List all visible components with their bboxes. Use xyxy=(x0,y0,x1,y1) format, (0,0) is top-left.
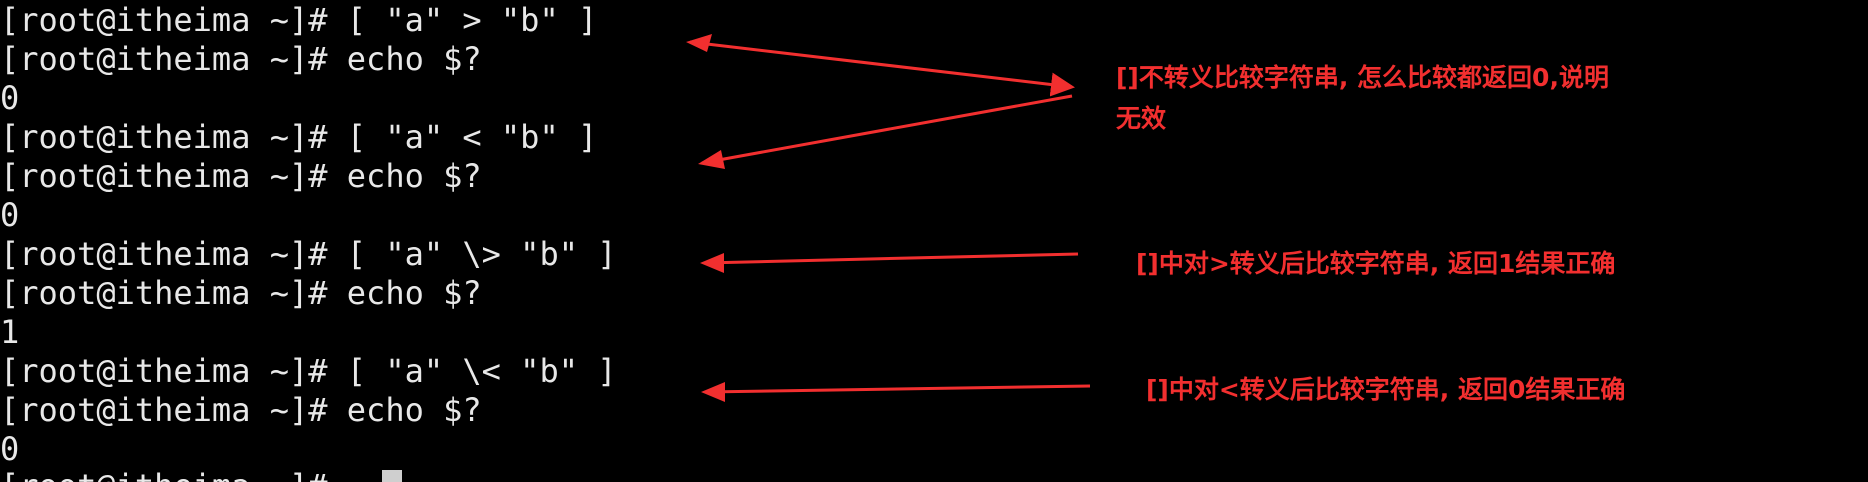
arrowhead xyxy=(701,382,725,402)
terminal-line: [root@itheima ~]# echo $? xyxy=(0,274,482,312)
terminal-line: 0 xyxy=(0,196,20,234)
terminal-line: [root@itheima ~]# echo $? xyxy=(0,157,482,195)
terminal-line: [root@itheima ~]# echo $? xyxy=(0,391,482,429)
arrow-to-line-10 xyxy=(704,384,1091,394)
terminal-line: 0 xyxy=(0,430,20,468)
terminal-prompt-partial: [root@itheima ~]# xyxy=(0,466,328,482)
arrow-to-line-1 xyxy=(689,40,1075,97)
terminal-cursor xyxy=(382,470,402,482)
terminal-line: [root@itheima ~]# [ "a" < "b" ] xyxy=(0,118,598,156)
arrowhead xyxy=(698,150,725,169)
terminal-line: 0 xyxy=(0,79,20,117)
arrow-to-line-4 xyxy=(701,94,1073,165)
terminal-line: 1 xyxy=(0,313,20,351)
terminal-line: [root@itheima ~]# [ "a" \< "b" ] xyxy=(0,352,617,390)
terminal-line: [root@itheima ~]# [ "a" \> "b" ] xyxy=(0,235,617,273)
annotation-note-3: []中对<转义后比较字符串, 返回0结果正确 xyxy=(1146,375,1626,404)
annotation-note-1-line-1: []不转义比较字符串, 怎么比较都返回0,说明 xyxy=(1116,63,1609,92)
annotation-note-1-line-2: 无效 xyxy=(1116,104,1167,133)
annotation-note-2: []中对>转义后比较字符串, 返回1结果正确 xyxy=(1136,249,1616,278)
terminal-line: [root@itheima ~]# [ "a" > "b" ] xyxy=(0,1,598,39)
arrow-to-line-7 xyxy=(703,252,1079,265)
terminal-line: [root@itheima ~]# echo $? xyxy=(0,40,482,78)
arrowhead xyxy=(700,253,724,273)
arrowhead xyxy=(686,34,712,52)
